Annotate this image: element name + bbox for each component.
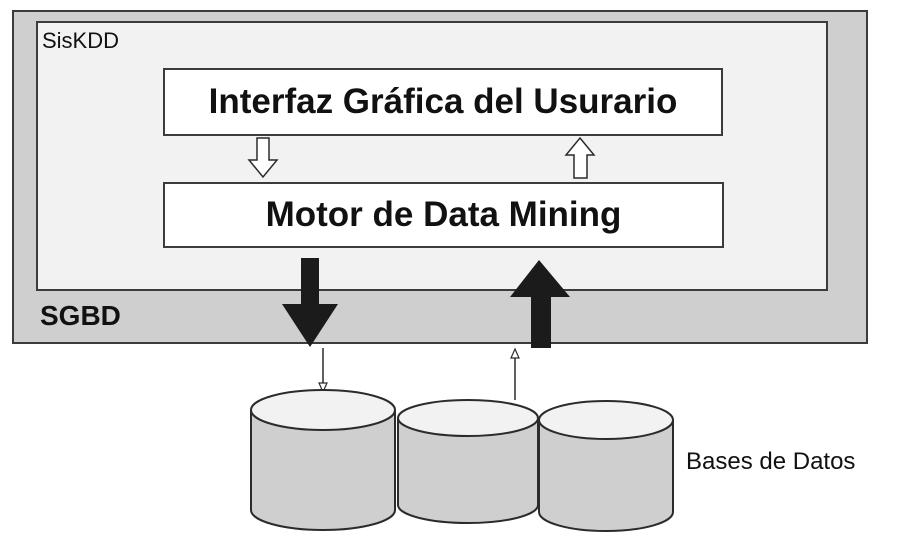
database-cylinder-icon	[250, 389, 396, 531]
gui-box: Interfaz Gráfica del Usurario	[163, 68, 723, 136]
thick-arrow-down-icon	[282, 258, 338, 347]
thick-arrow-up-icon	[510, 260, 570, 348]
gui-box-label: Interfaz Gráfica del Usurario	[208, 82, 678, 121]
database-cylinder-icon	[538, 400, 674, 532]
hollow-arrow-up-icon	[564, 136, 596, 179]
thin-arrow-up-icon	[510, 347, 520, 400]
sgbd-label: SGBD	[40, 300, 121, 331]
engine-box-label: Motor de Data Mining	[265, 195, 622, 234]
thin-arrow-down-icon	[318, 348, 328, 394]
data-mining-engine-box: Motor de Data Mining	[163, 182, 724, 248]
databases-label: Bases de Datos	[686, 448, 856, 475]
hollow-arrow-down-icon	[247, 137, 279, 179]
database-cylinder-icon	[397, 399, 539, 524]
siskdd-label: SisKDD	[42, 28, 120, 53]
